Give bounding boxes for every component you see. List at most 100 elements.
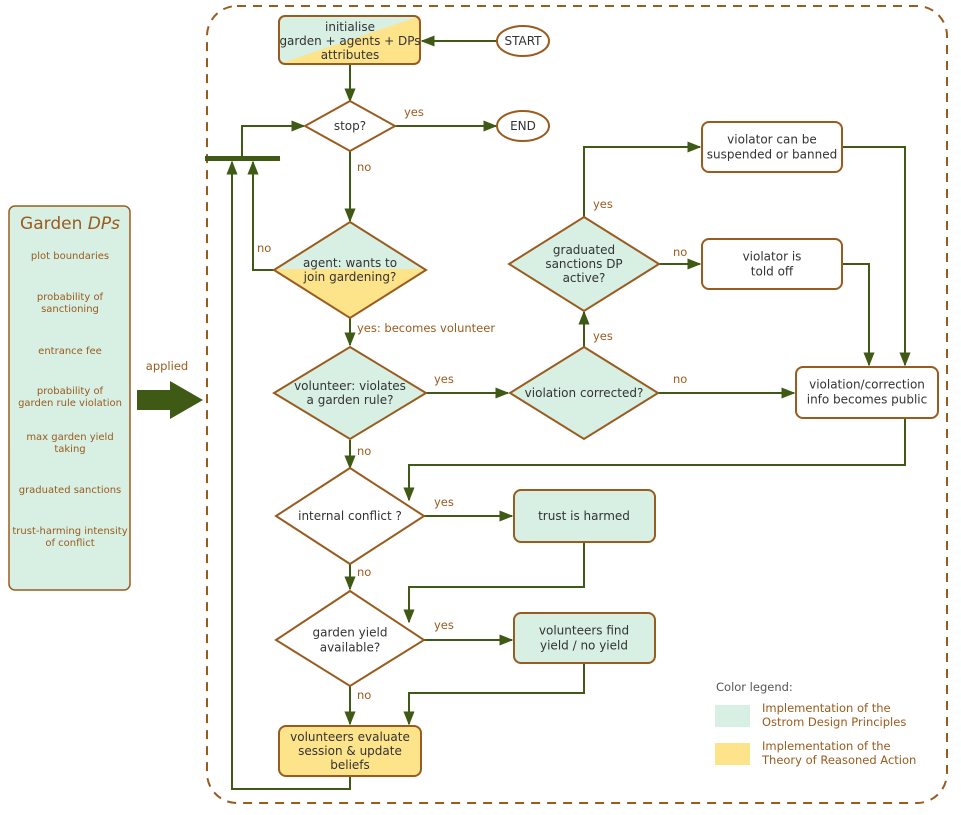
text-line: violation/correction: [809, 378, 925, 392]
text-line: yield / no yield: [540, 639, 628, 653]
text-line: garden + agents + DPs: [279, 34, 420, 48]
text-line: beliefs: [330, 758, 370, 772]
text-line: info becomes public: [807, 393, 928, 407]
text-line: agent: wants to: [303, 256, 397, 270]
text-line: Implementation of the: [762, 701, 891, 715]
text-line: suspended or banned: [707, 148, 837, 162]
text-line: volunteer: violates: [294, 379, 406, 393]
connectors: [226, 35, 911, 790]
text-line: Implementation of the: [762, 739, 891, 753]
graduated-decision: [507, 215, 661, 313]
text-line: active?: [563, 271, 606, 285]
model-frame: [206, 5, 948, 804]
corrected-label: violation corrected?: [525, 386, 644, 400]
text-line: told off: [751, 265, 794, 279]
text-line: probability of: [37, 292, 104, 303]
text-line: attributes: [321, 48, 380, 62]
applied-label: applied: [146, 359, 188, 373]
edge-label-yield-no: no: [357, 688, 371, 702]
edge-label-yield-yes: yes: [434, 618, 454, 632]
text-line: session & update: [298, 744, 402, 758]
trust-node: [513, 489, 656, 543]
text-line: max garden yield: [26, 432, 113, 443]
legend-swatch-ostrom: [715, 705, 750, 727]
garden-dps-title: Garden DPs: [20, 214, 120, 234]
edge-label-graduated-yes: yes: [593, 197, 613, 211]
text-line: violation corrected?: [525, 386, 644, 400]
findyield-node: [513, 612, 656, 664]
edge-label-graduated-no: no: [673, 245, 687, 259]
conflict-decision: [274, 466, 426, 566]
text-line: initialise: [325, 20, 375, 34]
text-line: violator can be: [727, 133, 817, 147]
edge-label-corrected-no: no: [673, 372, 687, 386]
edge-label-violates-no: no: [357, 444, 371, 458]
legend-title: Color legend:: [716, 680, 793, 694]
text-line: internal conflict ?: [298, 509, 402, 523]
corrected-decision: [508, 345, 660, 441]
text-line: Theory of Reasoned Action: [761, 753, 916, 767]
end-label: END: [510, 119, 536, 133]
suspended-node: [701, 121, 843, 173]
edge-label-corrected-yes: yes: [593, 329, 613, 343]
text-line: trust-harming intensity: [12, 526, 127, 537]
edge-label-stop-no: no: [357, 160, 371, 174]
loop-bar: [205, 156, 280, 161]
violates-decision: [272, 345, 428, 441]
text-line: trust is harmed: [538, 509, 630, 523]
text-line: sanctions DP: [545, 257, 622, 271]
start-node: [496, 25, 550, 57]
evaluate-node: [278, 725, 422, 777]
text-line: violator is: [743, 250, 802, 264]
toldoff-node: [701, 238, 843, 290]
text-line: available?: [320, 641, 381, 655]
text-line: graduated: [553, 243, 615, 257]
trust-label: trust is harmed: [538, 509, 630, 523]
text-line: join gardening?: [303, 270, 397, 284]
text-line: garden rule violation: [18, 398, 122, 409]
edge-label-violates-yes: yes: [434, 372, 454, 386]
text-line: taking: [54, 444, 85, 455]
edge-label-join-no: no: [257, 241, 271, 255]
start-label: START: [504, 34, 542, 48]
text-line: a garden rule?: [307, 393, 394, 407]
stop-decision: [302, 99, 398, 153]
text-line: stop?: [334, 119, 366, 133]
public-node: [795, 366, 939, 419]
text-line: sanctioning: [41, 304, 99, 315]
legend-swatch-tra: [715, 743, 750, 765]
text-line: Ostrom Design Principles: [762, 715, 906, 729]
text-line: garden yield: [313, 626, 388, 640]
conflict-label: internal conflict ?: [298, 509, 402, 523]
edge-label-join-yes: yes: becomes volunteer: [357, 321, 495, 335]
text-line: volunteers find: [539, 624, 629, 638]
edge-label-conflict-no: no: [357, 565, 371, 579]
color-legend: Color legend: Implementation of theOstro…: [715, 680, 916, 767]
text-line: entrance fee: [38, 346, 102, 357]
garden-dps-panel: [8, 205, 131, 591]
yield-decision: [274, 589, 426, 688]
text-line: volunteers evaluate: [290, 730, 410, 744]
initialise-node: [278, 15, 421, 65]
edge-label-stop-yes: yes: [404, 105, 424, 119]
text-line: of conflict: [45, 538, 94, 549]
end-node: [496, 110, 550, 142]
stop-label: stop?: [334, 119, 366, 133]
text-line: probability of: [37, 386, 104, 397]
text-line: graduated sanctions: [19, 485, 122, 496]
applied-arrow: [137, 381, 203, 419]
edge-label-conflict-yes: yes: [434, 495, 454, 509]
text-line: plot boundaries: [31, 251, 109, 262]
